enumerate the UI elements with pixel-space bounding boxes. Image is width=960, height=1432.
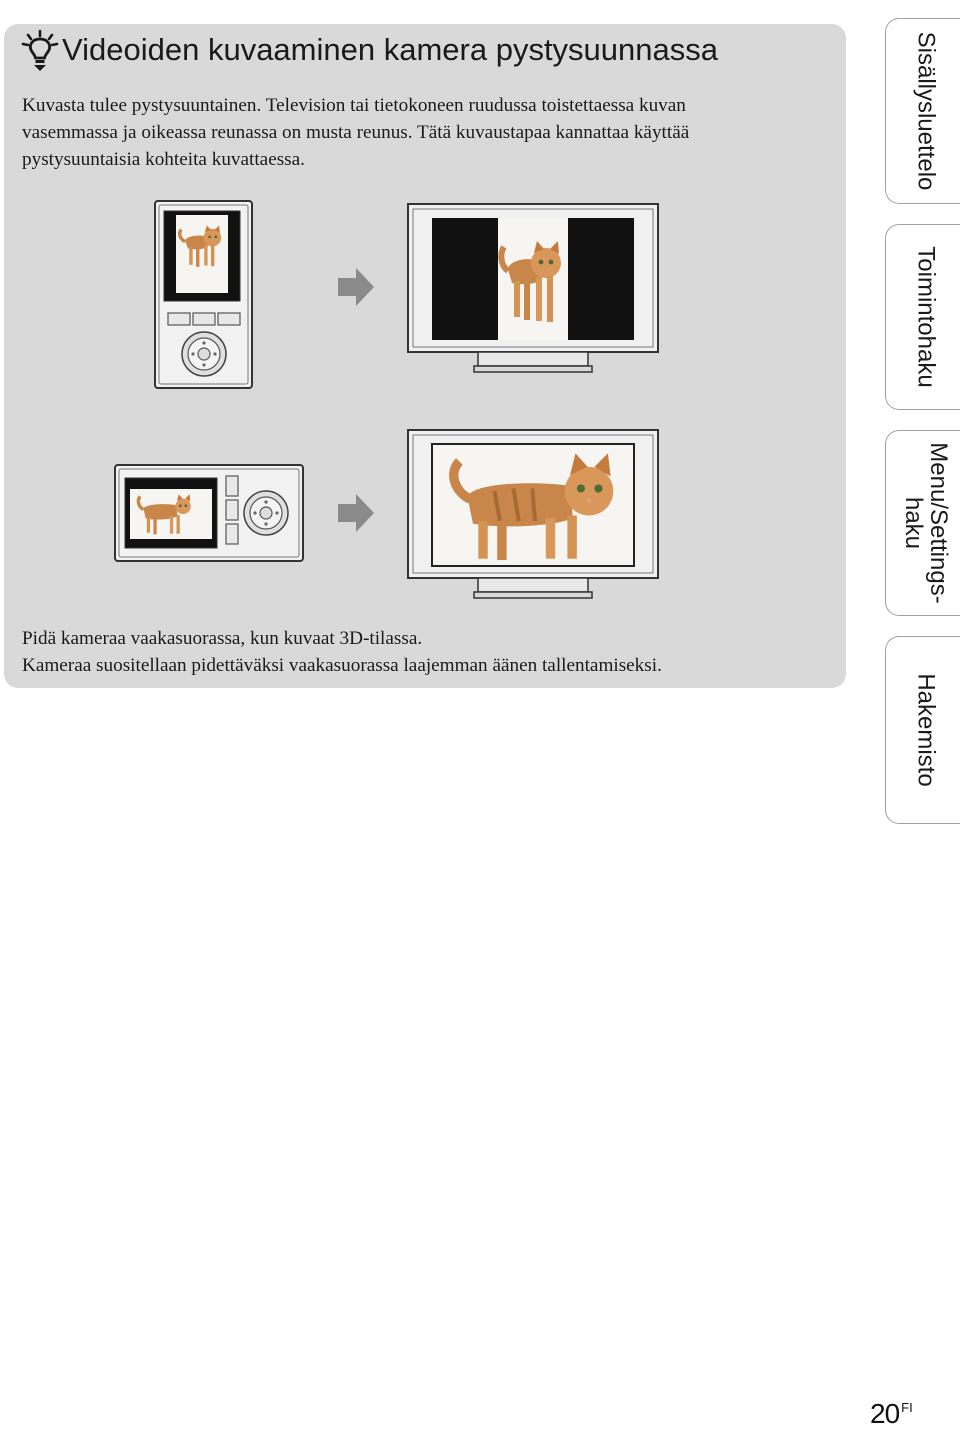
cat-photo	[449, 453, 614, 561]
tip-title: Videoiden kuvaaminen kamera pystysuunnas…	[20, 28, 718, 72]
tip-paragraph: Kuvasta tulee pystysuuntainen. Televisio…	[22, 92, 822, 173]
arrow-right-icon	[338, 494, 374, 532]
tv-pillarbox-illustration	[407, 203, 659, 373]
camera-horizontal-illustration	[114, 464, 304, 562]
tab-operation-search[interactable]: Toimintohaku	[885, 224, 960, 410]
paragraph-line: vasemmassa ja oikeassa reunassa on musta…	[22, 122, 690, 143]
tab-label: Menu/Settings- haku	[899, 442, 952, 604]
cat-photo	[176, 215, 228, 293]
arrow-right-icon	[338, 268, 374, 306]
tip-title-text: Videoiden kuvaaminen kamera pystysuunnas…	[62, 32, 718, 67]
tip-notes: Pidä kameraa vaakasuorassa, kun kuvaat 3…	[22, 625, 822, 679]
page-number-value: 20	[870, 1398, 900, 1429]
lightbulb-hint-icon	[21, 29, 59, 71]
page-language-code: FI	[901, 1400, 913, 1415]
tv-fullscreen-illustration	[407, 429, 659, 599]
tab-label: Toimintohaku	[912, 246, 939, 388]
tab-label-line: Menu/Settings-	[924, 442, 952, 604]
note-line: Pidä kameraa vaakasuorassa, kun kuvaat 3…	[22, 628, 423, 649]
cat-photo	[498, 241, 561, 322]
cat-photo	[130, 489, 212, 539]
tab-menu-settings-search[interactable]: Menu/Settings- haku	[885, 430, 960, 616]
camera-vertical-illustration	[154, 200, 253, 389]
tab-label-line: haku	[899, 496, 927, 550]
tab-index[interactable]: Hakemisto	[885, 636, 960, 824]
tab-label: Hakemisto	[912, 673, 939, 787]
note-line: Kameraa suositellaan pidettäväksi vaakas…	[22, 655, 662, 676]
paragraph-line: Kuvasta tulee pystysuuntainen. Televisio…	[22, 95, 686, 116]
tab-table-of-contents[interactable]: Sisällysluettelo	[885, 18, 960, 204]
paragraph-line: pystysuuntaisia kohteita kuvattaessa.	[22, 149, 305, 170]
tab-label: Sisällysluettelo	[912, 31, 939, 191]
